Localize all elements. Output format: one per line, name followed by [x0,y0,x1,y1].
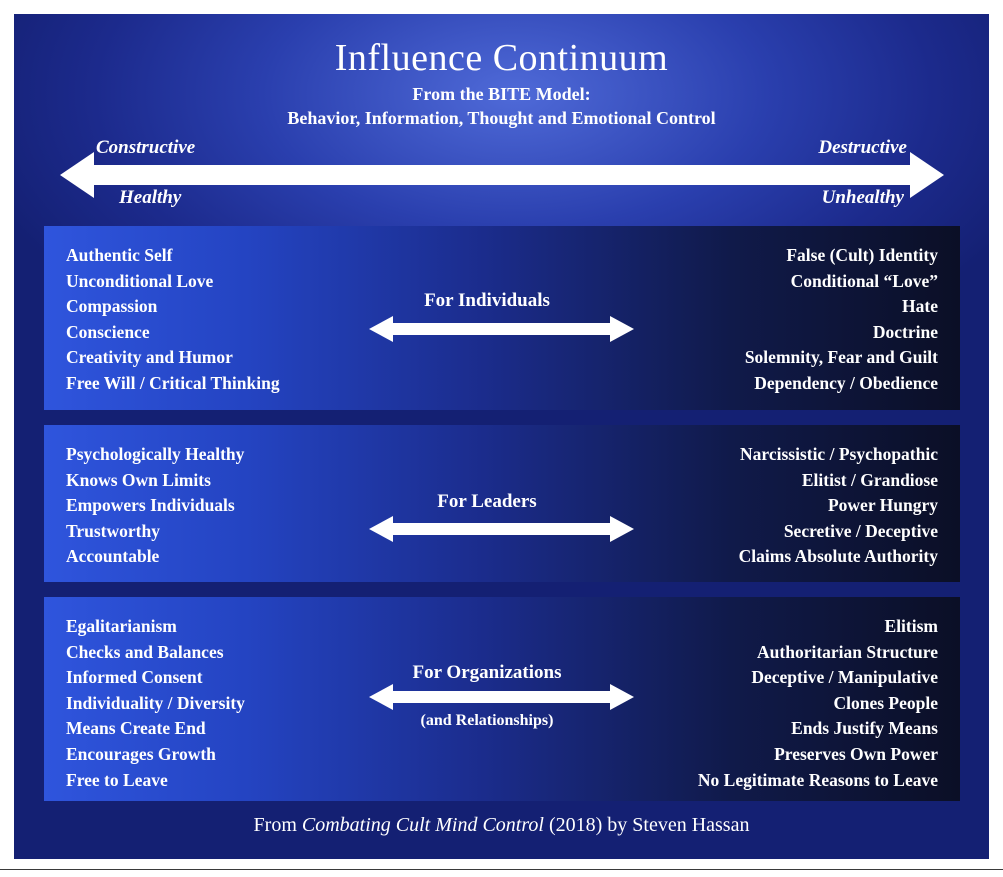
bottom-divider [0,869,1003,870]
source-credit: From Combating Cult Mind Control (2018) … [14,814,989,837]
list-item: Individuality / Diversity [66,692,245,713]
influence-continuum-poster: Influence Continuum From the BITE Model:… [14,14,989,859]
individuals-label: For Individuals [424,290,550,311]
list-item: Ends Justify Means [791,718,938,739]
leaders-double-arrow-icon [369,516,634,542]
list-item: Encourages Growth [66,743,216,764]
list-item: Psychologically Healthy [66,444,245,464]
leaders-healthy-list: Psychologically Healthy Knows Own Limits… [66,442,244,570]
organizations-double-arrow-icon [369,684,634,710]
list-item: Authentic Self [66,245,173,265]
list-item: Narcissistic / Psychopathic [739,444,938,464]
list-item: Creativity and Humor [66,347,233,368]
list-item: Deceptive / Manipulative [751,667,938,688]
list-item: Clones People [833,692,938,713]
list-item: Elitism [884,616,938,636]
panel-individuals: Authentic Self Unconditional Love Compas… [44,226,960,410]
list-item: Elitist / Grandiose [801,469,938,490]
list-item: Power Hungry [827,495,938,516]
list-item: Conditional “Love” [790,270,938,291]
list-item: Claims Absolute Authority [738,546,938,567]
label-destructive: Destructive [818,137,907,158]
list-item: Hate [902,296,938,317]
list-item: Trustworthy [66,520,160,541]
list-item: Authoritarian Structure [757,641,938,662]
list-item: Conscience [66,321,150,342]
individuals-healthy-list: Authentic Self Unconditional Love Compas… [66,243,280,397]
subtitle-line-1: From the BITE Model: [412,84,591,104]
credit-prefix: From [253,814,302,836]
organizations-healthy-list: Egalitarianism Checks and Balances Infor… [66,614,245,793]
leaders-unhealthy-list: Narcissistic / Psychopathic Elitist / Gr… [739,442,938,570]
list-item: Informed Consent [66,667,203,688]
credit-suffix: (2018) by Steven Hassan [543,814,750,836]
panel-organizations: Egalitarianism Checks and Balances Infor… [44,597,960,801]
subtitle-line-2: Behavior, Information, Thought and Emoti… [287,108,716,128]
list-item: Empowers Individuals [66,495,235,516]
continuum-double-arrow-icon [60,152,944,198]
organizations-unhealthy-list: Elitism Authoritarian Structure Deceptiv… [698,614,938,793]
list-item: Doctrine [872,321,938,342]
label-unhealthy: Unhealthy [821,187,904,208]
organizations-label: For Organizations [412,662,562,683]
list-item: Dependency / Obedience [754,372,938,393]
credit-book-title: Combating Cult Mind Control [301,814,544,836]
list-item: Preserves Own Power [774,743,938,764]
list-item: False (Cult) Identity [786,245,938,265]
list-item: Accountable [66,546,160,567]
list-item: No Legitimate Reasons to Leave [697,769,938,790]
organizations-sublabel: (and Relationships) [420,712,554,729]
list-item: Checks and Balances [66,641,224,662]
list-item: Secretive / Deceptive [783,520,938,541]
leaders-label: For Leaders [437,491,537,512]
list-item: Unconditional Love [66,270,214,291]
panel-leaders: Psychologically Healthy Knows Own Limits… [44,425,960,582]
list-item: Means Create End [66,718,206,739]
list-item: Compassion [66,296,158,317]
individuals-double-arrow-icon [369,316,634,342]
list-item: Solemnity, Fear and Guilt [744,347,938,368]
label-healthy: Healthy [119,187,182,208]
list-item: Free Will / Critical Thinking [66,372,280,393]
list-item: Egalitarianism [66,616,177,636]
individuals-unhealthy-list: False (Cult) Identity Conditional “Love”… [745,243,938,397]
label-constructive: Constructive [96,137,196,158]
page-title: Influence Continuum [334,37,669,79]
list-item: Knows Own Limits [66,469,211,490]
list-item: Free to Leave [66,769,168,790]
